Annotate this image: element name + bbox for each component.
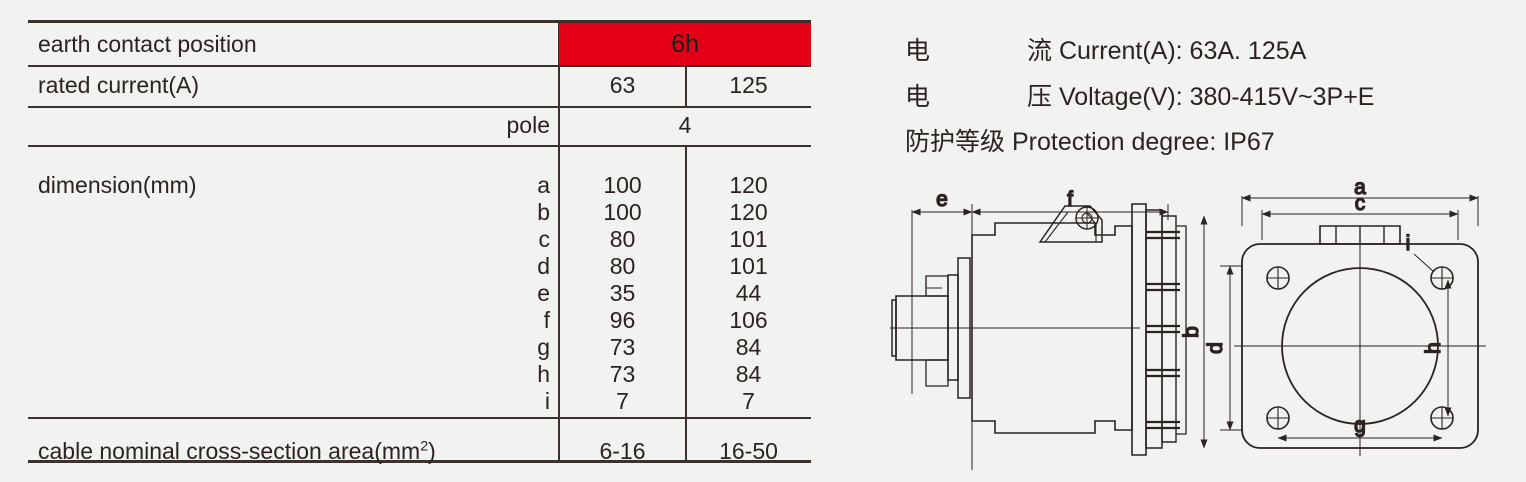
dimension-label: dimension(mm)	[38, 172, 197, 198]
dim-label-g: g	[1354, 414, 1366, 437]
spec-cn2-current: 流	[1027, 37, 1053, 65]
spec-line-protection: 防护等级 Protection degree: IP67	[905, 128, 1505, 157]
cable-area-label-tail: )	[428, 438, 436, 464]
pole-label: pole	[506, 112, 550, 138]
dimension-i-value-125: 7	[742, 388, 755, 414]
table-vline-left-b	[558, 106, 560, 460]
rated-current-value-63: 63	[609, 72, 636, 98]
earth-position-highlight	[559, 23, 811, 65]
table-vline-mid-b	[685, 145, 687, 460]
table-rule-4	[28, 417, 811, 419]
dim-label-e: e	[936, 188, 948, 211]
dimension-key-e: e	[537, 280, 550, 306]
cable-area-value-1: 6-16	[599, 438, 646, 464]
table-rule-3	[28, 145, 811, 147]
cable-area-label: cable nominal cross-section area(mm2)	[38, 438, 436, 465]
technical-drawings: e f b a c d h g i	[890, 180, 1520, 476]
dim-label-d: d	[1204, 342, 1227, 354]
table-rule-bottom	[28, 460, 811, 463]
side-view-drawing	[890, 203, 1208, 470]
dim-label-a: a	[1354, 180, 1366, 199]
spec-cn-voltage: 电	[905, 82, 931, 111]
dimension-h-value-63: 73	[609, 361, 636, 387]
earth-position-value: 6h	[671, 30, 699, 58]
dimension-key-a: a	[537, 172, 550, 198]
pole-value: 4	[678, 112, 692, 138]
spec-line-voltage: 电 压 Voltage(V): 380-415V~3P+E	[905, 82, 1505, 112]
specification-list: 电流 Current(A): 63A. 125A 电压 Voltage(V): …	[905, 37, 1505, 175]
cable-area-label-sup: 2	[420, 438, 429, 455]
spec-cn2-voltage: 压	[1027, 82, 1053, 111]
dimension-e-value-125: 44	[735, 280, 762, 306]
table-rule-1	[28, 65, 811, 67]
dimension-i-value-63: 7	[616, 388, 629, 414]
dimension-key-h: h	[537, 361, 550, 387]
dim-label-b: b	[1180, 326, 1203, 338]
drawings-svg: e f b a c d h g i	[890, 180, 1486, 470]
spec-cn-protection: 防护等级	[905, 128, 1006, 156]
dim-label-f: f	[1067, 188, 1073, 211]
spec-en-protection: Protection degree: IP67	[1011, 128, 1275, 156]
dimension-g-value-125: 84	[735, 334, 762, 360]
cable-area-label-main: cable nominal cross-section area(mm	[38, 438, 421, 464]
spec-en-current: Current(A): 63A. 125A	[1058, 37, 1307, 65]
dimension-c-value-125: 101	[729, 226, 768, 252]
dim-label-c: c	[1355, 192, 1366, 215]
dimension-c-value-63: 80	[609, 226, 636, 252]
dim-label-h: h	[1422, 342, 1445, 354]
specification-table: 6h earth contact position rated current(…	[28, 20, 811, 464]
dimension-b-value-125: 120	[729, 199, 768, 225]
cable-area-value-2: 16-50	[719, 438, 778, 464]
dimension-key-i: i	[544, 388, 550, 414]
dimension-f-value-125: 106	[729, 307, 768, 333]
dim-label-i: i	[1406, 232, 1411, 255]
dimension-key-g: g	[537, 334, 550, 360]
dimension-h-value-125: 84	[735, 361, 762, 387]
rated-current-value-125: 125	[729, 72, 768, 98]
table-rule-top	[28, 20, 811, 23]
dimension-key-f: f	[543, 307, 550, 333]
dimension-d-value-63: 80	[609, 253, 636, 279]
dimension-a-value-125: 120	[729, 172, 768, 198]
dimension-b-value-63: 100	[603, 199, 642, 225]
dimension-g-value-63: 73	[609, 334, 636, 360]
dimension-key-d: d	[537, 253, 550, 279]
dimension-a-value-63: 100	[603, 172, 642, 198]
spec-en-voltage: Voltage(V): 380-415V~3P+E	[1058, 82, 1375, 111]
dimension-f-value-63: 96	[609, 307, 636, 333]
dimension-key-c: c	[538, 226, 551, 252]
dimension-e-value-63: 35	[609, 280, 636, 306]
spec-cn-current: 电	[905, 37, 931, 65]
rated-current-label: rated current(A)	[38, 72, 200, 98]
spec-line-current: 电 流 Current(A): 63A. 125A	[905, 37, 1505, 66]
earth-position-label: earth contact position	[38, 31, 257, 57]
table-rule-2	[28, 106, 811, 108]
table-vline-mid-a	[685, 65, 687, 106]
dimension-key-b: b	[537, 199, 550, 225]
front-view-drawing	[1220, 194, 1486, 456]
dimension-d-value-125: 101	[729, 253, 768, 279]
